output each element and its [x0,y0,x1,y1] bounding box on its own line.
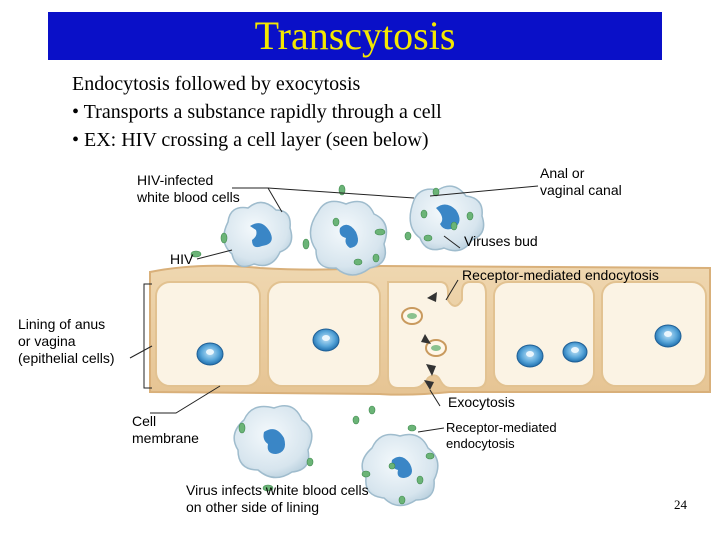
intro-text: Endocytosis followed by exocytosis • Tra… [72,70,442,154]
intro-line: Endocytosis followed by exocytosis [72,73,361,95]
epithelial-cell [267,281,381,387]
label-cell-membrane: Cell membrane [132,413,199,446]
hiv-particles [190,184,474,505]
intro-bullet-2: • EX: HIV crossing a cell layer (seen be… [72,129,429,151]
lining-bracket [143,283,152,389]
title-bar: Transcytosis [48,12,662,60]
leader-lines [129,185,539,433]
white-blood-cell [361,433,439,507]
label-receptor-endocytosis-top: Receptor-mediated endocytosis [462,267,659,283]
epithelial-cell [155,281,261,387]
label-anal-canal: Anal or vaginal canal [540,165,622,198]
epithelial-cell [493,281,595,387]
white-blood-cell [223,201,293,268]
label-hiv-infected: HIV-infected white blood cells [137,172,240,205]
page-number: 24 [674,497,687,512]
label-hiv: HIV [170,251,194,267]
white-blood-cell [409,185,485,252]
label-exocytosis: Exocytosis [448,394,515,410]
epithelial-layer [149,264,711,396]
white-blood-cell [309,200,388,276]
label-viruses-bud: Viruses bud [464,233,538,249]
arrows [421,292,437,390]
label-virus-infects: Virus infects white blood cells on other… [186,482,369,515]
label-lining: Lining of anus or vagina (epithelial cel… [18,316,115,366]
slide-title: Transcytosis [254,13,456,58]
white-blood-cell [233,405,313,479]
intro-bullet-1: • Transports a substance rapidly through… [72,101,442,123]
epithelial-cell [601,281,707,387]
label-receptor-endocytosis-bottom: Receptor-mediated endocytosis [446,420,557,451]
epithelial-cell-transcytosis [387,281,487,389]
